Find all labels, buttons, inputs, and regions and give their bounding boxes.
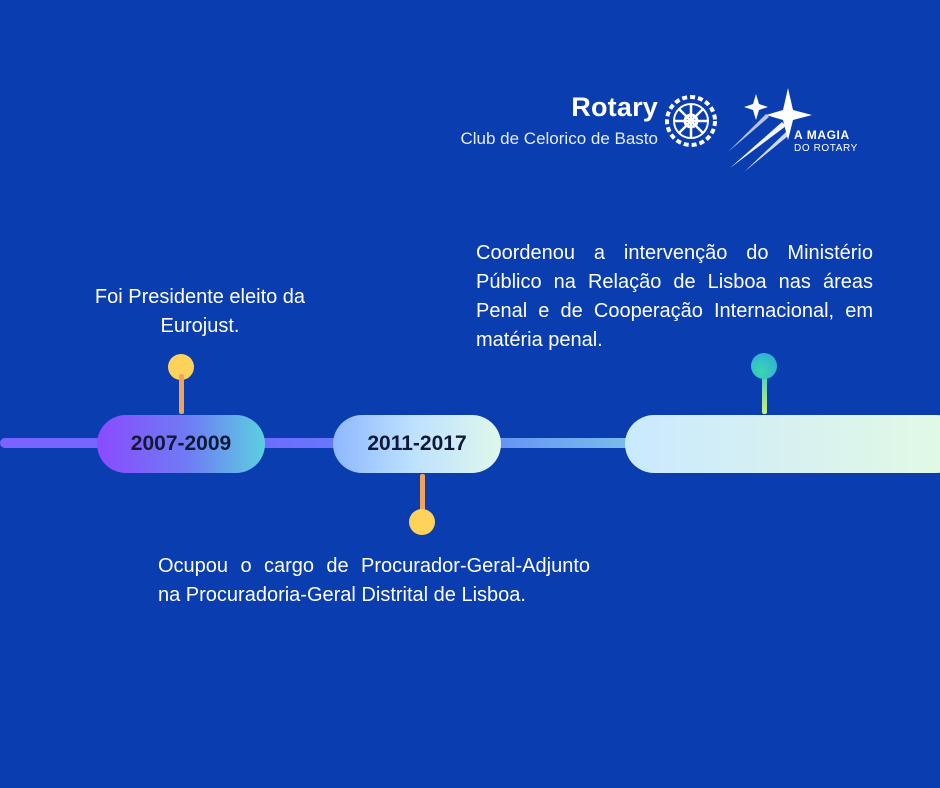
shooting-stars-icon xyxy=(728,88,812,172)
rotary-wheel-icon xyxy=(665,95,717,147)
event-3-description: Coordenou a intervenção do Ministério Pú… xyxy=(476,242,873,351)
event-3-marker-stem xyxy=(762,374,767,414)
event-1-marker-stem xyxy=(179,374,184,414)
event-1-description: Foi Presidente eleito da Eurojust. xyxy=(94,286,306,337)
brand-name: Rotary xyxy=(571,92,658,122)
rotary-logo: Rotary Club de Celorico de Basto xyxy=(450,92,720,152)
club-name: Club de Celorico de Basto xyxy=(460,129,658,148)
event-1-period-pill: 2007-2009 xyxy=(97,415,265,473)
event-2-period-pill: 2011-2017 xyxy=(333,415,501,473)
event-3-period-pill xyxy=(625,415,940,473)
event-2-description: Ocupou o cargo de Procurador-Geral-Adjun… xyxy=(158,555,590,606)
tagline-line-2: DO ROTARY xyxy=(794,143,858,154)
event-2-marker-stem xyxy=(420,474,425,514)
event-2-marker-dot xyxy=(409,509,435,535)
timeline-line xyxy=(0,438,660,448)
event-3-marker-dot xyxy=(751,353,777,379)
a-magia-do-rotary-logo: A MAGIA DO ROTARY xyxy=(726,88,866,174)
tagline-line-1: A MAGIA xyxy=(794,128,850,142)
